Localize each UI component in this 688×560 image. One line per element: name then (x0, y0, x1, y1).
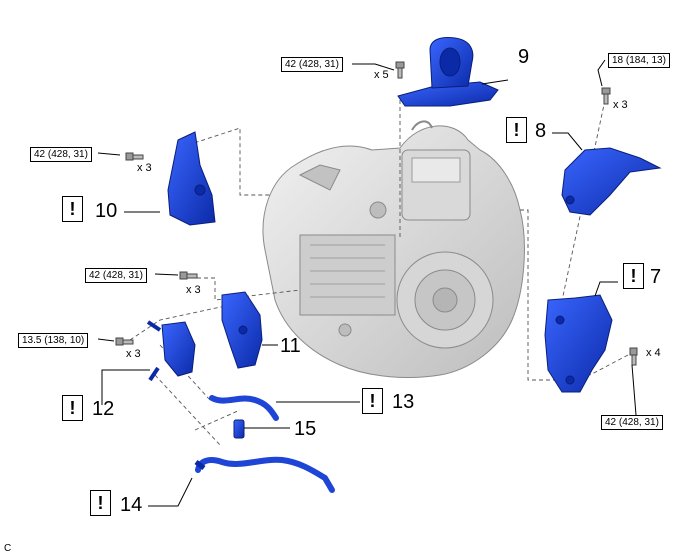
torque-spec-8: 18 (184, 13) (608, 53, 670, 68)
torque-spec-11: 42 (428, 31) (85, 268, 147, 283)
part-12-cooler (146, 320, 196, 382)
part-14-hose (194, 456, 335, 493)
warning-icon-8: ! (506, 117, 527, 143)
part-8-bracket (561, 147, 662, 216)
quantity-12: x 3 (126, 348, 141, 360)
callout-11: 11 (280, 335, 301, 357)
bolt-8 (601, 87, 611, 105)
corner-label: C (4, 543, 12, 554)
callout-13: 13 (392, 391, 415, 413)
callout-12: 12 (92, 398, 115, 420)
callout-15: 15 (294, 418, 317, 440)
quantity-9: x 5 (374, 69, 389, 81)
transmission-assembly (262, 120, 525, 378)
callout-10: 10 (95, 200, 118, 222)
torque-spec-9: 42 (428, 31) (281, 57, 343, 72)
quantity-7: x 4 (646, 347, 661, 359)
quantity-11: x 3 (186, 284, 201, 296)
part-9-mount (397, 37, 509, 107)
bolt-10 (125, 152, 144, 161)
warning-icon-10: ! (62, 196, 83, 222)
warning-icon-13: ! (362, 388, 383, 414)
bolt-9 (395, 61, 405, 79)
callout-14: 14 (120, 494, 143, 516)
warning-icon-14: ! (90, 490, 111, 516)
part-11-bracket (221, 291, 263, 369)
part-7-bracket (544, 294, 613, 393)
callout-7: 7 (650, 266, 662, 288)
callout-8: 8 (535, 120, 547, 142)
bolt-12 (115, 337, 134, 346)
bolt-7 (629, 347, 638, 366)
torque-spec-7: 42 (428, 31) (601, 415, 663, 430)
quantity-8: x 3 (613, 99, 628, 111)
part-10-bracket (167, 131, 216, 226)
warning-icon-12: ! (62, 395, 83, 421)
bolt-11 (179, 271, 198, 280)
part-13-hose (209, 395, 279, 421)
torque-spec-12: 13.5 (138, 10) (18, 333, 89, 348)
quantity-10: x 3 (137, 162, 152, 174)
warning-icon-7: ! (623, 263, 644, 289)
callout-9: 9 (518, 46, 530, 68)
part-15-clip (233, 419, 245, 439)
torque-spec-10: 42 (428, 31) (30, 147, 92, 162)
